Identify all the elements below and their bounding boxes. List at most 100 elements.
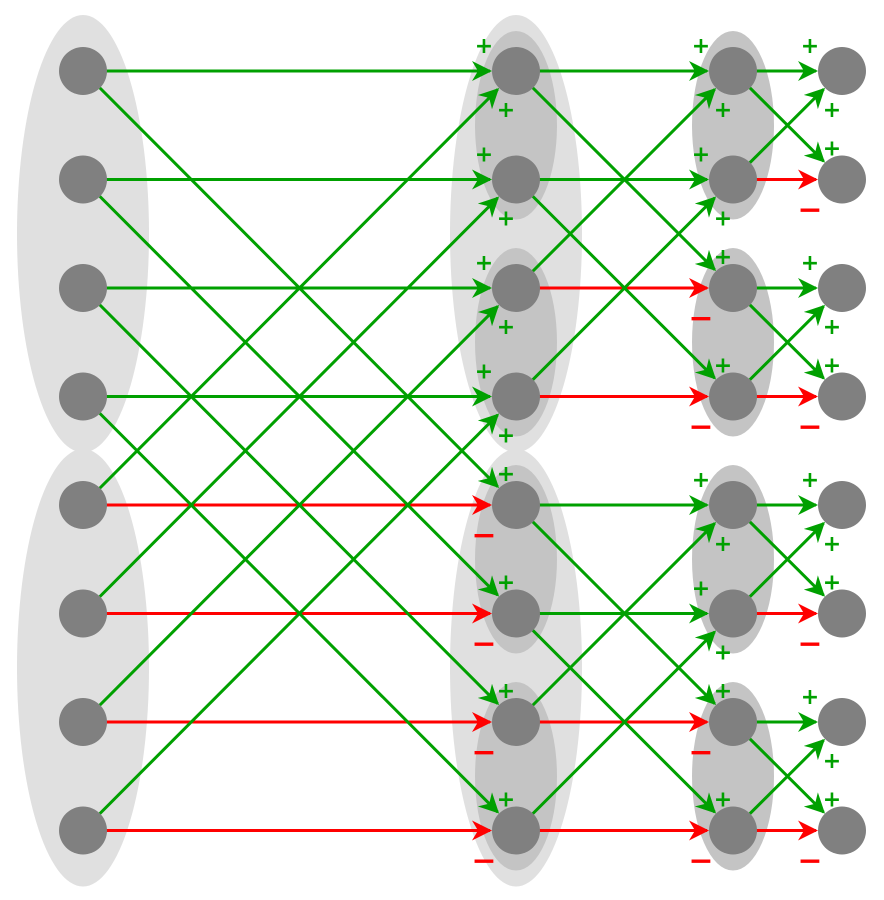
node-stage-2-5 [709, 589, 757, 638]
sign-plus-label: + [497, 788, 515, 813]
edge-plus-c0r1-to-c1r5 [81, 178, 500, 597]
sign-plus-label: + [714, 679, 732, 704]
edge-plus-c1r2-to-c2r0 [514, 87, 717, 290]
node-stage-1-7 [492, 806, 540, 855]
sign-minus-label: − [688, 410, 713, 445]
sign-plus-label: + [801, 251, 819, 276]
edge-plus-c1r1-to-c2r3 [514, 178, 717, 380]
node-stage-2-6 [709, 698, 757, 746]
edge-plus-c1r4-to-c2r6 [514, 503, 717, 706]
sign-plus-label: + [714, 207, 732, 232]
sign-minus-label: − [688, 844, 713, 879]
node-input-4 [59, 481, 107, 529]
sign-minus-label: − [471, 735, 496, 770]
sign-plus-label: + [714, 245, 732, 270]
sign-plus-label: + [692, 468, 710, 493]
sign-plus-label: + [823, 749, 841, 774]
edge-plus-c0r3-to-c1r7 [81, 395, 500, 814]
edge-plus-c0r2-to-c1r6 [81, 286, 500, 706]
sign-plus-label: + [497, 315, 515, 340]
sign-minus-label: − [471, 627, 496, 662]
sign-minus-label: − [688, 301, 713, 336]
edge-plus-c1r3-to-c2r1 [514, 196, 717, 398]
sign-plus-label: + [475, 34, 493, 59]
group-ellipse-col0-rows4-7 [17, 449, 149, 887]
node-stage-1-0 [492, 47, 540, 95]
node-output-7 [818, 806, 866, 855]
sign-plus-label: + [497, 424, 515, 449]
node-output-0 [818, 47, 866, 95]
sign-plus-label: + [475, 143, 493, 168]
node-stage-1-6 [492, 698, 540, 746]
edge-plus-c0r4-to-c1r0 [81, 87, 500, 507]
node-output-2 [818, 264, 866, 312]
sign-plus-label: + [823, 354, 841, 379]
sign-plus-label: + [823, 137, 841, 162]
sign-plus-label: + [801, 685, 819, 710]
sign-plus-label: + [823, 532, 841, 557]
node-input-0 [59, 47, 107, 95]
node-output-4 [818, 481, 866, 529]
sign-plus-label: + [475, 360, 493, 385]
sign-plus-label: + [497, 207, 515, 232]
sign-plus-label: + [497, 98, 515, 123]
sign-plus-label: + [497, 571, 515, 596]
sign-plus-label: + [714, 532, 732, 557]
sign-plus-label: + [497, 462, 515, 487]
sign-minus-label: − [688, 735, 713, 770]
node-stage-1-2 [492, 264, 540, 312]
node-stage-2-7 [709, 806, 757, 855]
edge-plus-c1r0-to-c2r2 [514, 69, 717, 272]
node-output-6 [818, 698, 866, 746]
node-input-7 [59, 806, 107, 855]
nodes [59, 47, 866, 855]
sign-minus-label: − [797, 193, 822, 228]
sign-plus-label: + [801, 468, 819, 493]
node-output-1 [818, 155, 866, 204]
edge-plus-c1r7-to-c2r5 [514, 630, 717, 832]
sign-plus-label: + [823, 98, 841, 123]
node-stage-2-4 [709, 481, 757, 529]
sign-plus-label: + [692, 143, 710, 168]
sign-minus-label: − [797, 627, 822, 662]
node-input-2 [59, 264, 107, 312]
edge-plus-c0r0-to-c1r4 [81, 69, 500, 489]
node-input-6 [59, 698, 107, 746]
sign-plus-label: + [692, 34, 710, 59]
sign-plus-label: + [714, 641, 732, 666]
edge-plus-c1r6-to-c2r4 [514, 521, 717, 724]
node-input-3 [59, 372, 107, 421]
edge-plus-c0r7-to-c1r3 [81, 413, 500, 832]
sign-plus-label: + [823, 315, 841, 340]
group-ellipse-col0-rows0-3 [17, 15, 149, 453]
sign-minus-label: − [471, 518, 496, 553]
node-stage-2-2 [709, 264, 757, 312]
sign-plus-label: + [714, 98, 732, 123]
sign-plus-label: + [714, 788, 732, 813]
edge-plus-c0r5-to-c1r1 [81, 196, 500, 615]
sign-plus-label: + [497, 679, 515, 704]
sign-labels: ++++−−−−++++++++++−−++−−+++++++++−+−+−+−… [471, 34, 841, 879]
group-ellipses [17, 15, 774, 887]
node-stage-2-3 [709, 372, 757, 421]
sign-plus-label: + [475, 251, 493, 276]
sign-plus-label: + [801, 34, 819, 59]
sign-plus-label: + [823, 571, 841, 596]
sign-minus-label: − [797, 844, 822, 879]
edge-plus-c0r6-to-c1r2 [81, 304, 500, 724]
node-input-1 [59, 155, 107, 204]
node-output-3 [818, 372, 866, 421]
node-stage-1-4 [492, 481, 540, 529]
edge-plus-c1r5-to-c2r7 [514, 612, 717, 814]
node-stage-1-3 [492, 372, 540, 421]
sign-plus-label: + [692, 577, 710, 602]
sign-plus-label: + [823, 788, 841, 813]
sign-minus-label: − [471, 844, 496, 879]
node-stage-2-0 [709, 47, 757, 95]
node-stage-1-5 [492, 589, 540, 638]
node-output-5 [818, 589, 866, 638]
node-input-5 [59, 589, 107, 638]
node-stage-1-1 [492, 155, 540, 204]
